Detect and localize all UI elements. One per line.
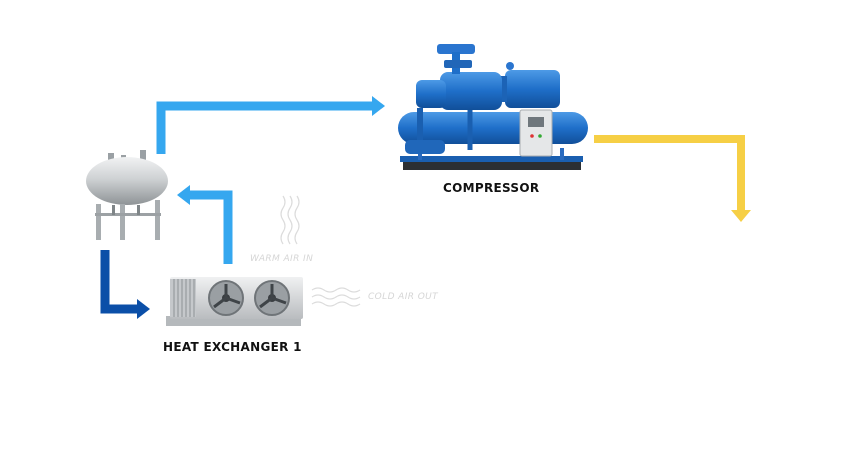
flow-arrow-compressor-to-outlet xyxy=(594,135,751,222)
compressor-unit xyxy=(398,44,588,170)
flow-arrow-tank-to-compressor xyxy=(156,96,385,154)
cold-air-out-label: COLD AIR OUT xyxy=(368,292,439,302)
fan-icon xyxy=(208,280,244,316)
fan-icon xyxy=(254,280,290,316)
flow-arrow-exchanger-to-tank xyxy=(177,185,233,264)
heat-exchanger-label: HEAT EXCHANGER 1 xyxy=(163,340,302,354)
compressor-label: COMPRESSOR xyxy=(443,181,540,195)
receiver-tank xyxy=(86,150,168,240)
warm-air-in-label: WARM AIR IN xyxy=(250,254,314,264)
coil-fins xyxy=(170,279,196,317)
wavy-air-icon xyxy=(280,195,300,245)
wavy-air-icon xyxy=(311,287,361,307)
heat-exchanger-unit xyxy=(166,277,303,326)
flow-arrow-tank-to-exchanger xyxy=(100,250,150,319)
